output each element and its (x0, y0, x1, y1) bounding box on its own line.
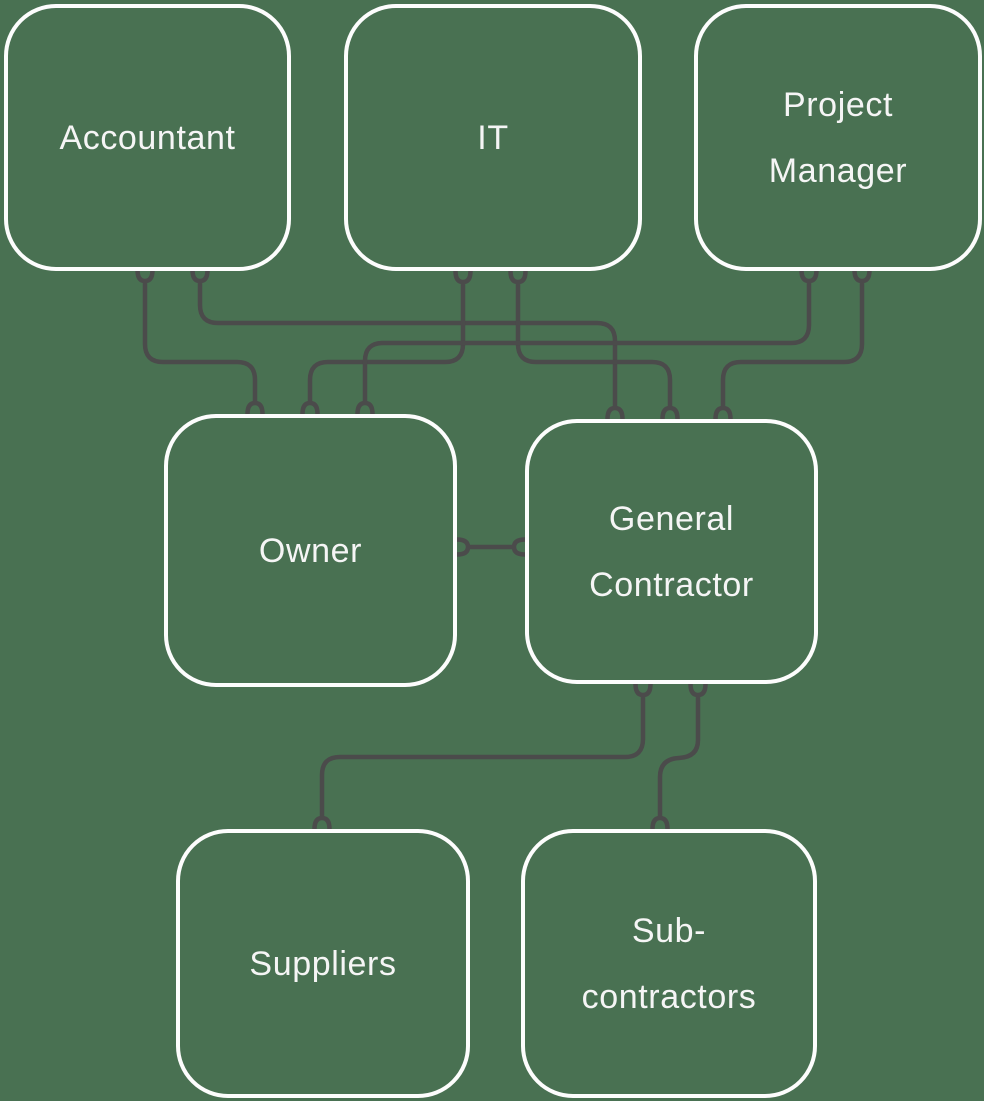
edge-it-owner (300, 268, 473, 417)
edge-project-manager-general-contractor (713, 267, 872, 422)
edge-general-contractor-sub-contractors (650, 681, 708, 832)
node-suppliers[interactable]: Suppliers (176, 829, 470, 1098)
edge-owner-general-contractor (454, 537, 528, 557)
node-general-contractor[interactable]: General Contractor (525, 419, 818, 684)
node-label: Accountant (59, 118, 236, 157)
node-label: Project Manager (768, 85, 908, 190)
edge-general-contractor-suppliers (312, 681, 653, 832)
edge-it-general-contractor (508, 268, 680, 422)
node-label: IT (477, 118, 509, 157)
node-label: General Contractor (589, 499, 754, 604)
edge-accountant-owner (135, 267, 265, 417)
node-label: Sub-contractors (581, 911, 757, 1016)
node-sub-contractors[interactable]: Sub-contractors (521, 829, 817, 1098)
node-accountant[interactable]: Accountant (4, 4, 291, 271)
edge-accountant-general-contractor (190, 267, 625, 422)
node-project-manager[interactable]: Project Manager (694, 4, 982, 271)
node-label: Suppliers (249, 944, 397, 983)
node-owner[interactable]: Owner (164, 414, 457, 687)
node-it[interactable]: IT (344, 4, 642, 271)
edge-project-manager-owner (355, 267, 819, 417)
node-label: Owner (258, 531, 363, 570)
